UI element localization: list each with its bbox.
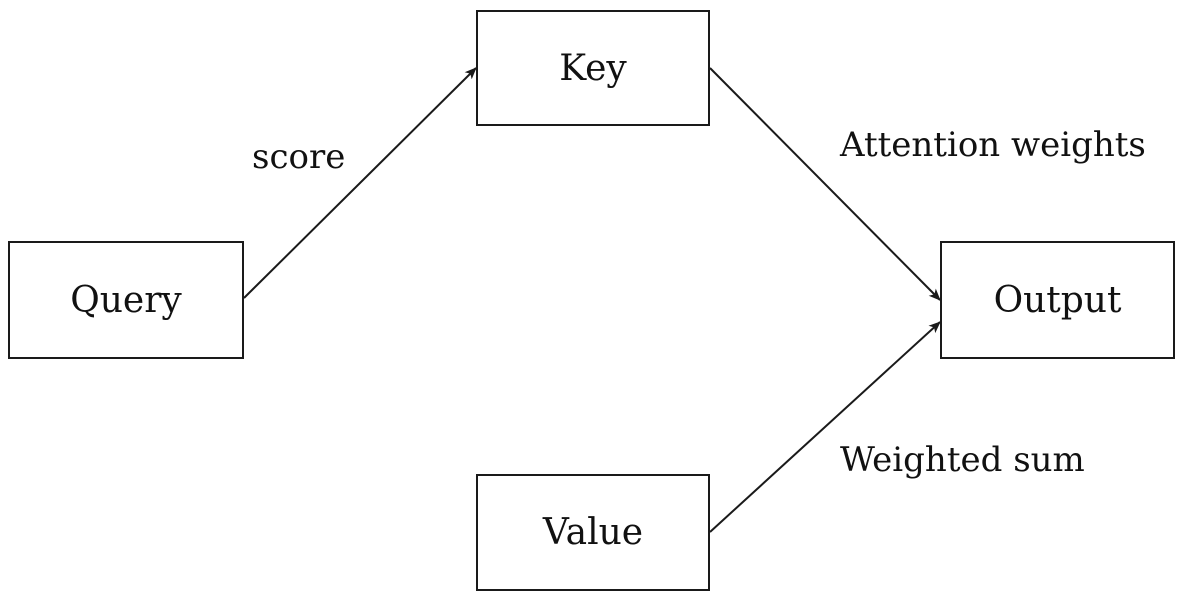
key-node: Key bbox=[476, 10, 710, 126]
score-label: score bbox=[252, 137, 346, 177]
arrow-key-to-output bbox=[709, 67, 941, 301]
arrow-query-to-key bbox=[243, 67, 477, 299]
value-node-label: Value bbox=[542, 512, 644, 553]
output-node: Output bbox=[940, 241, 1175, 359]
value-node: Value bbox=[476, 474, 710, 591]
weighted-sum-label: Weighted sum bbox=[840, 440, 1085, 480]
attention-weights-label: Attention weights bbox=[840, 125, 1146, 165]
output-node-label: Output bbox=[993, 279, 1122, 321]
query-node-label: Query bbox=[70, 279, 182, 321]
query-node: Query bbox=[8, 241, 244, 359]
arrow-value-to-output bbox=[709, 321, 941, 533]
key-node-label: Key bbox=[559, 47, 627, 89]
